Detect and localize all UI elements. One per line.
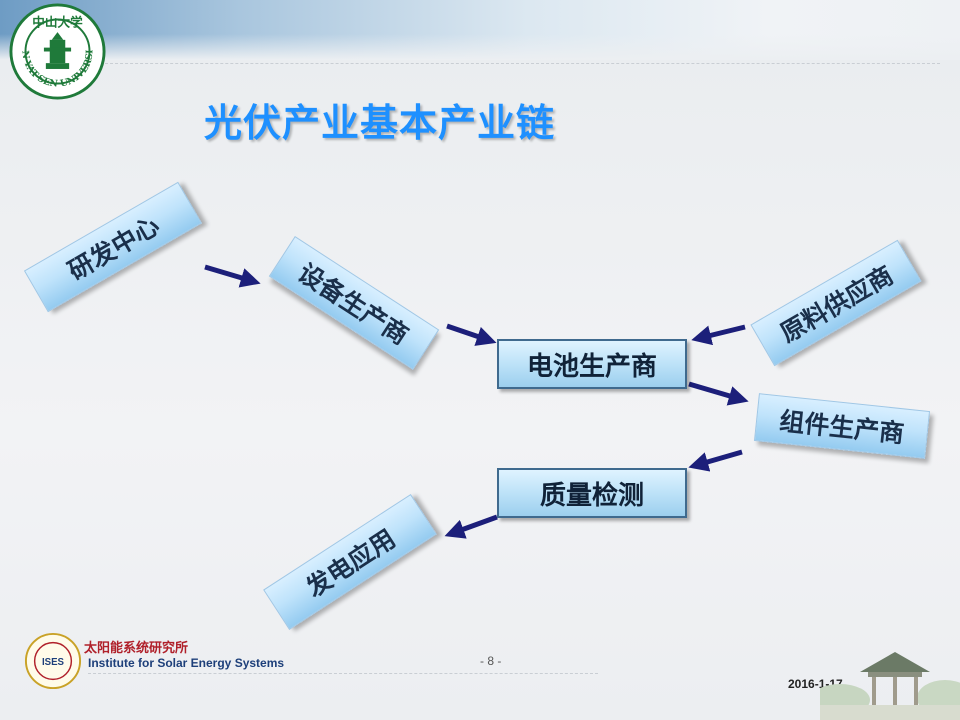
logo-top-text: 中山大学 [32, 14, 83, 29]
sysu-logo-icon: SUN YAT-SEN UNIVERSITY 中山大学 [9, 3, 106, 100]
arrow-module-to-quality [688, 449, 743, 472]
node-quality-inspection: 质量检测 [497, 468, 687, 518]
arrow-rd-to-equipment [204, 264, 261, 288]
pavilion-icon [820, 652, 960, 720]
page-title: 光伏产业基本产业链 [204, 101, 556, 145]
institute-name-en: Institute for Solar Energy Systems [88, 656, 285, 670]
ises-logo-text: ISES [42, 657, 65, 668]
page-number: - 8 - [480, 654, 502, 668]
arrow-raw-to-cell [691, 324, 746, 346]
sky-banner [0, 0, 960, 60]
arrow-cell-to-module [688, 381, 749, 406]
node-quality-inspection-label: 质量检测 [539, 480, 644, 511]
arrow-equipment-to-cell [446, 323, 497, 346]
top-divider [100, 63, 940, 64]
arrow-quality-to-power [444, 514, 498, 539]
node-module-maker-label: 组件生产商 [778, 406, 906, 449]
ises-logo-icon: ISES [24, 632, 82, 690]
institute-name-cn: 太阳能系统研究所 [84, 641, 189, 656]
node-cell-maker-label: 电池生产商 [526, 351, 657, 382]
node-cell-maker: 电池生产商 [497, 339, 687, 389]
bottom-divider [88, 673, 598, 674]
